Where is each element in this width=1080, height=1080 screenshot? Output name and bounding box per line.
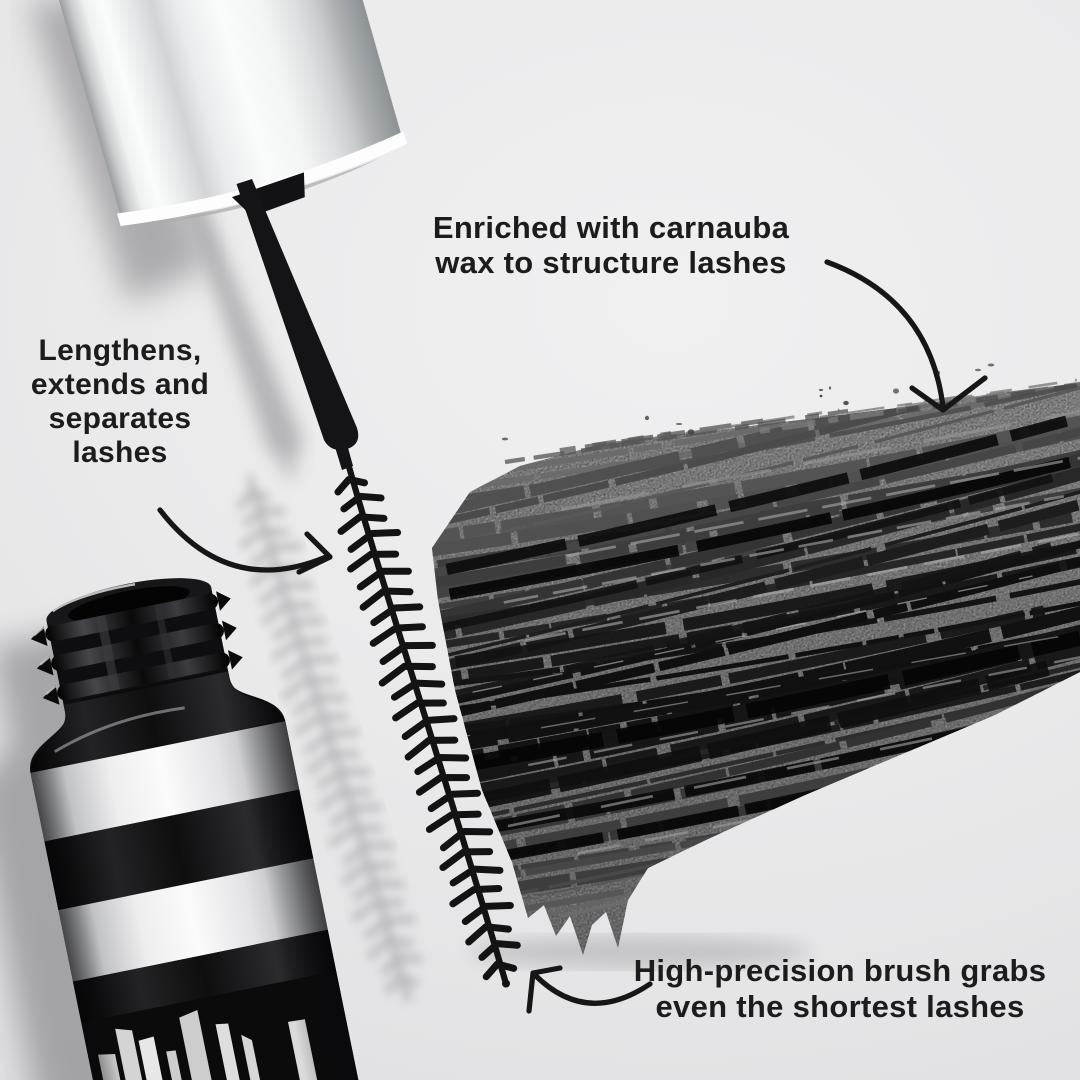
callout-line: separates [48, 402, 192, 435]
arrow-to-brush-tip-icon [526, 965, 653, 1014]
callout-line: lashes [72, 436, 168, 469]
callout-high-precision: High-precision brush grabs even the shor… [596, 953, 1080, 1025]
callout-carnauba-wax: Enriched with carnauba wax to structure … [380, 210, 842, 280]
callout-lengthens: Lengthens, extends and separates lashes [8, 334, 232, 470]
arrow-to-brush-icon [157, 507, 333, 575]
callout-line: extends and [30, 368, 210, 401]
callout-line: Enriched with carnauba [432, 210, 790, 245]
annotation-arrows [157, 259, 988, 1014]
callout-line: wax to structure lashes [435, 245, 787, 280]
callout-line: Lengthens, [38, 334, 202, 367]
swatch-shadow [470, 936, 810, 968]
cap-body [1, 0, 404, 225]
tube-opening-inner [67, 586, 190, 622]
callout-line: even the shortest lashes [655, 989, 1025, 1024]
mascara-swatch [432, 363, 1080, 955]
mascara-wand [236, 179, 359, 470]
cap-rim [117, 131, 408, 226]
swatch-splatter [501, 363, 995, 441]
tube-shading [30, 719, 383, 1080]
arrow-to-swatch-icon [824, 259, 988, 413]
callout-line: High-precision brush grabs [633, 953, 1047, 988]
mascara-tube [1, 578, 383, 1080]
